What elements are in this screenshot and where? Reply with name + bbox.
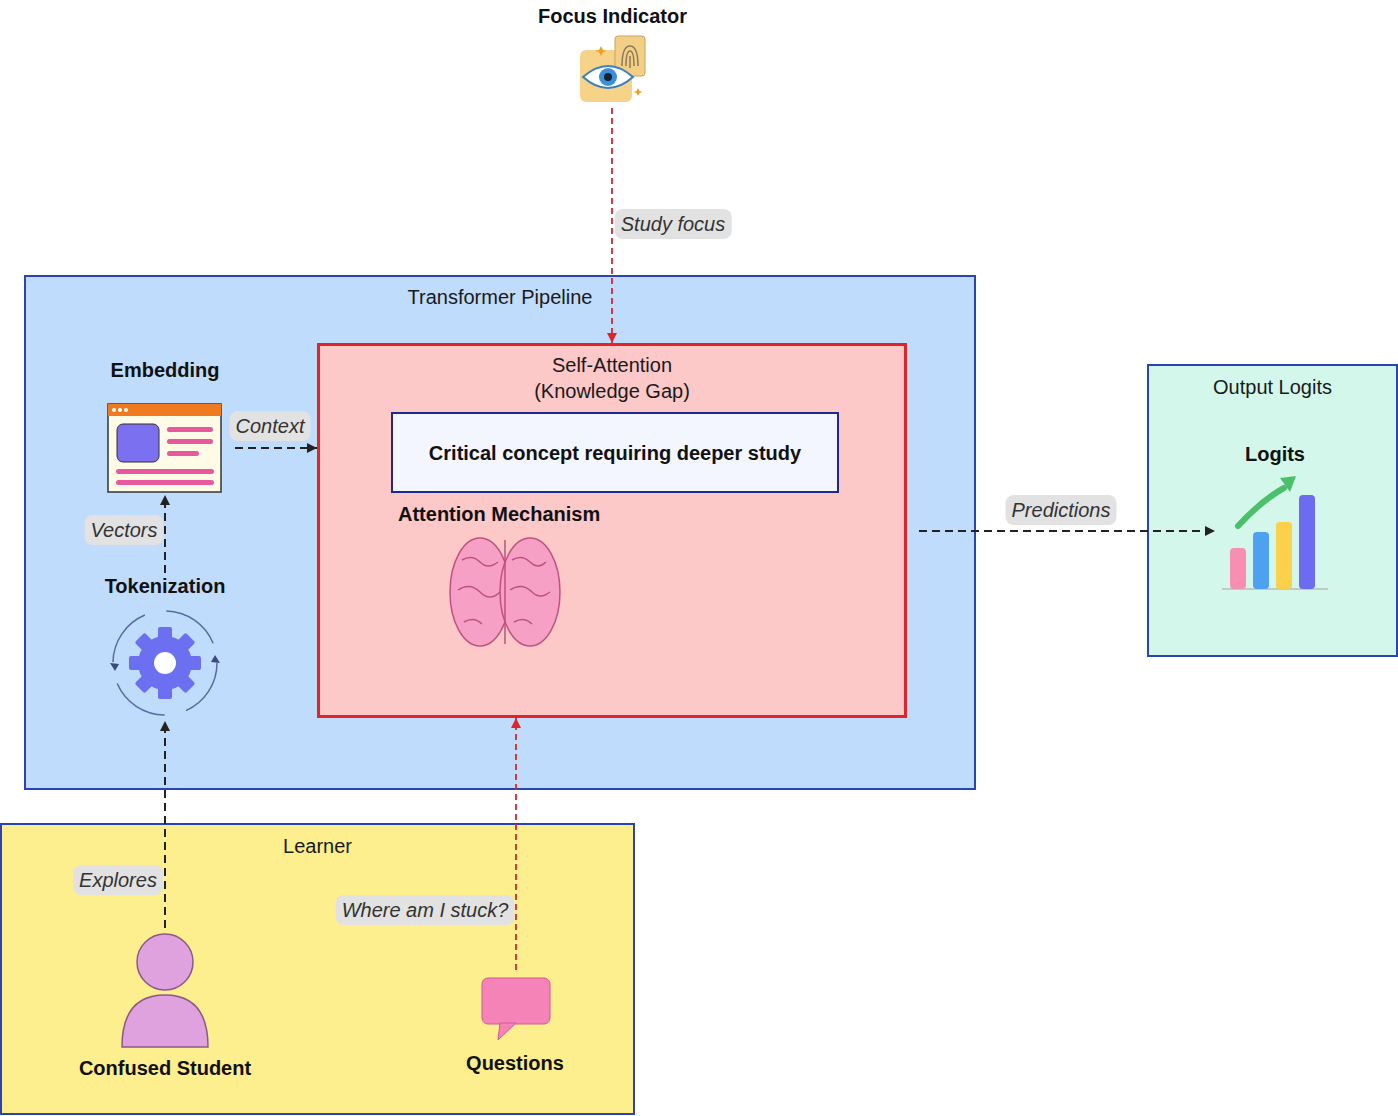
box-title: Transformer Pipeline <box>26 284 974 310</box>
eye-outline <box>583 66 633 88</box>
dashed-connector <box>919 530 1215 532</box>
dashed-connector <box>164 721 166 928</box>
gear-tooth <box>135 674 155 694</box>
embedding-icon <box>108 404 221 492</box>
icon-node: Questions <box>450 970 580 1080</box>
brain-left <box>450 538 510 646</box>
text-line <box>116 469 214 474</box>
person-head <box>137 934 193 990</box>
sparkle <box>595 46 607 56</box>
pipeline-band: Transformer PipelineEmbeddingTokenizatio… <box>24 275 976 790</box>
icon-node: Logits <box>1215 440 1335 592</box>
fingerprint-card <box>615 36 645 76</box>
brain-split <box>504 540 506 644</box>
icon-node: Tokenization <box>95 573 235 721</box>
box-title: Critical concept requiring deeper study <box>393 440 837 466</box>
node-label: Attention Mechanism <box>390 501 630 527</box>
brain-icon <box>450 538 560 646</box>
eye-iris <box>599 68 617 86</box>
trend-arrowhead <box>1280 476 1296 492</box>
edge-label: Vectors <box>84 515 163 545</box>
brain-right <box>500 538 560 646</box>
gear-hole <box>154 652 176 674</box>
attention-box: Self-Attention (Knowledge Gap) Critical c… <box>317 343 907 718</box>
brain-folds <box>458 557 550 624</box>
window-dot <box>118 408 122 412</box>
dashed-connector <box>515 718 517 970</box>
cycle-ring <box>113 611 217 715</box>
chart-bar <box>1253 532 1269 589</box>
gear-tooth <box>129 656 143 670</box>
person-body <box>122 995 208 1047</box>
chart-bar <box>1299 495 1315 589</box>
node-label: Confused Student <box>60 1055 270 1081</box>
gear-tooth <box>135 633 155 653</box>
dashed-connector <box>235 447 317 449</box>
text-line <box>167 439 213 444</box>
box-title: Output Logits <box>1149 374 1396 400</box>
icon-node: Embedding <box>95 357 235 495</box>
student-icon <box>122 934 208 1047</box>
icon-node: Confused Student <box>60 928 270 1088</box>
gear-icon <box>110 611 220 715</box>
dashed-connector <box>164 495 166 573</box>
cycle-arrowhead <box>211 655 220 663</box>
edge-label: Where am I stuck? <box>336 895 515 925</box>
gear-tooth <box>176 674 196 694</box>
edge-label: Study focus <box>615 209 732 239</box>
bubble-icon <box>482 978 550 1040</box>
node-label: Embedding <box>95 357 235 383</box>
window-dot <box>124 408 128 412</box>
gear-tooth <box>176 633 196 653</box>
text-line <box>167 427 213 432</box>
window-dot <box>112 408 116 412</box>
fingerprint <box>622 46 638 68</box>
chart-bar <box>1230 548 1246 589</box>
focus-icon <box>580 36 645 102</box>
icon-node: Attention Mechanism <box>390 500 630 655</box>
chart-bar <box>1276 522 1292 589</box>
concept-box: Critical concept requiring deeper study <box>391 412 839 493</box>
text-line <box>167 451 199 456</box>
output-band: Output LogitsLogits <box>1147 364 1398 657</box>
learner-band: LearnerConfused Student Questions <box>0 823 635 1115</box>
edge-label: Predictions <box>1006 495 1117 525</box>
node-label: Tokenization <box>95 573 235 599</box>
box-title: Self-Attention (Knowledge Gap) <box>522 352 702 404</box>
gear-body <box>138 636 192 690</box>
gear-tooth <box>158 685 172 699</box>
bubble-tail <box>498 1023 516 1040</box>
gear-tooth <box>158 627 172 641</box>
chart-baseline <box>1222 588 1328 590</box>
box-title: Learner <box>2 833 633 859</box>
trend-arrow <box>1238 488 1284 526</box>
edge-label: Context <box>230 411 311 441</box>
edge-label: Explores <box>73 865 163 895</box>
bubble-body <box>482 978 550 1024</box>
node-label: Questions <box>450 1050 580 1076</box>
cycle-arrowhead <box>110 663 119 671</box>
image-block <box>117 424 159 462</box>
sparkle <box>634 88 643 96</box>
gear-tooth <box>187 656 201 670</box>
icon-node: Focus Indicator <box>530 3 695 108</box>
eye-pupil <box>604 73 612 81</box>
dashed-connector <box>611 108 613 343</box>
window-bar <box>108 404 221 416</box>
text-line <box>116 480 214 485</box>
node-label: Focus Indicator <box>530 3 695 29</box>
icon-card <box>580 50 632 102</box>
chart-icon <box>1222 476 1328 589</box>
node-label: Logits <box>1215 441 1335 467</box>
window-frame <box>108 404 221 492</box>
